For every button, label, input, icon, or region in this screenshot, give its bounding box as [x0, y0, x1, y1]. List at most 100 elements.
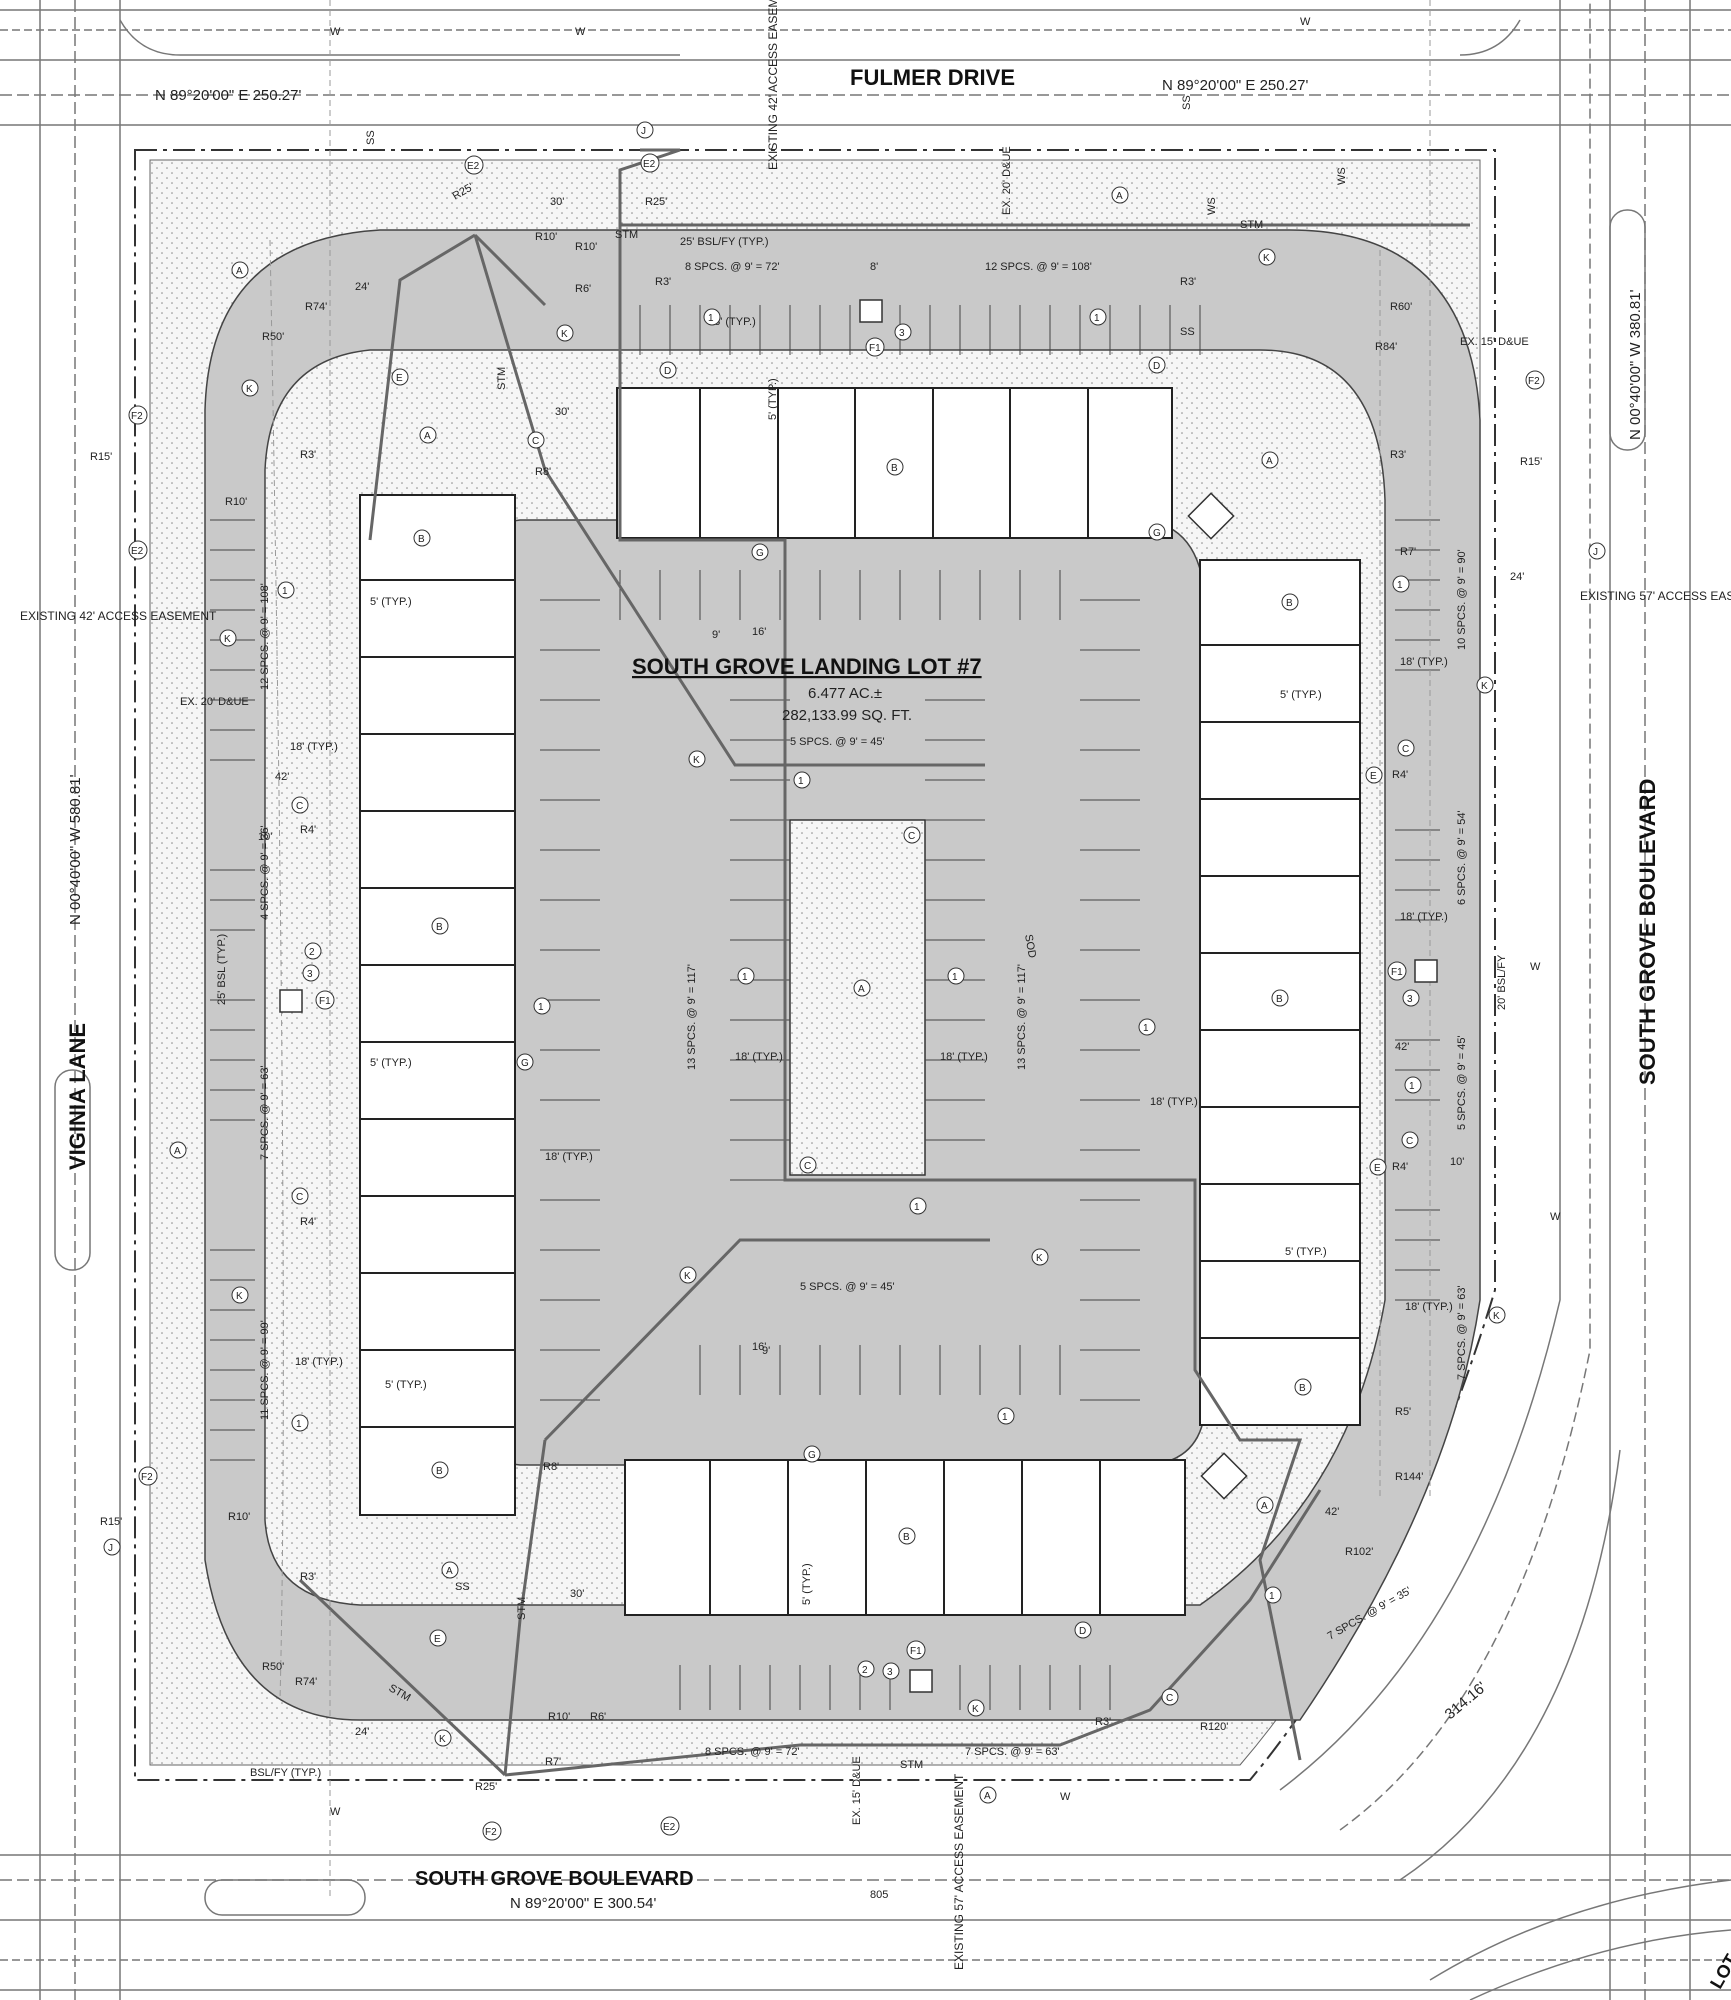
radius-r74-nw: R74': [305, 301, 327, 313]
svg-text:F1: F1: [869, 343, 881, 354]
svg-text:K: K: [693, 755, 700, 766]
radius-r6-b: R6': [590, 1711, 606, 1723]
callout-3-3: 3: [1402, 989, 1420, 1007]
svg-text:2: 2: [862, 1665, 868, 1676]
callout-g-4: G: [803, 1445, 821, 1463]
callout-e2-3: E2: [128, 540, 148, 560]
svg-text:G: G: [756, 548, 764, 559]
radius-r50-nw: R50': [262, 331, 284, 343]
callout-1-3: 1: [277, 581, 295, 599]
callout-b-3: B: [431, 917, 449, 935]
radius-r3-a: R3': [655, 276, 671, 288]
tag-ss-sw: SS: [455, 1581, 470, 1593]
setback-north: 25' BSL/FY (TYP.): [680, 236, 769, 248]
callout-f1-3: F1: [1387, 961, 1407, 981]
svg-text:B: B: [1286, 598, 1293, 609]
callout-b-6: B: [1271, 989, 1289, 1007]
road-label-lot: LOT: [1706, 1951, 1731, 1992]
callout-c-4: C: [291, 796, 309, 814]
radius-r84: R84': [1375, 341, 1397, 353]
radius-r10-c: R10': [225, 496, 247, 508]
callout-2-1: 2: [304, 942, 322, 960]
callout-b-8: B: [898, 1527, 916, 1545]
tag-stm-ne: STM: [1240, 219, 1263, 231]
svg-text:A: A: [858, 984, 865, 995]
svg-text:A: A: [174, 1146, 181, 1157]
callout-c-2: C: [903, 826, 921, 844]
callout-1-5: 1: [793, 771, 811, 789]
ex-due-east: EX. 15' D&UE: [1460, 336, 1529, 348]
svg-text:F2: F2: [131, 411, 143, 422]
svg-text:1: 1: [282, 586, 288, 597]
service-lines: [269, 0, 1431, 1900]
svg-text:K: K: [972, 1704, 979, 1715]
callout-k-7: K: [219, 629, 237, 647]
utility-lines: [298, 148, 1470, 1777]
dim-18-se: 18' (TYP.): [1405, 1301, 1453, 1313]
callout-c-3: C: [799, 1156, 817, 1174]
callout-1-10: 1: [909, 1197, 927, 1215]
radius-r4-b: R4': [300, 1216, 316, 1228]
dim-5typ-sbld: 5' (TYP.): [801, 1563, 813, 1605]
svg-text:B: B: [891, 463, 898, 474]
svg-text:E: E: [1374, 1163, 1381, 1174]
svg-text:K: K: [439, 1734, 446, 1745]
svg-text:F1: F1: [319, 996, 331, 1007]
callout-g-3: G: [516, 1053, 534, 1071]
svg-text:1: 1: [1143, 1023, 1149, 1034]
tag-ss-north: SS: [1180, 326, 1195, 338]
callout-k-2: K: [556, 324, 574, 342]
parking-north-left: 8 SPCS. @ 9' = 72': [685, 261, 780, 273]
radius-r25-ne: R25': [645, 196, 667, 208]
radius-r3-f: R3': [1095, 1716, 1111, 1728]
radius-r3-b: R3': [1180, 276, 1196, 288]
svg-text:E2: E2: [663, 1822, 676, 1833]
dim-18-center: 18' (TYP.): [735, 1051, 783, 1063]
svg-text:A: A: [424, 431, 431, 442]
road-label-west: VIGINIA LANE: [65, 1023, 90, 1170]
svg-text:A: A: [1266, 456, 1273, 467]
callout-f2-1: F2: [128, 405, 148, 425]
callout-g-2: G: [1148, 523, 1166, 541]
svg-text:A: A: [984, 1791, 991, 1802]
tag-ws-b: WS: [1336, 167, 1348, 185]
svg-text:K: K: [684, 1271, 691, 1282]
tag-stm-north: STM: [615, 229, 638, 241]
parking-west-4: 11 SPCS. @ 9' = 99': [259, 1320, 271, 1420]
dim-9-top: 9': [712, 629, 720, 641]
radius-labels: R25' R25' R25' R10' R10' R10' R10' R10' …: [90, 181, 1542, 1793]
radius-r102: R102': [1345, 1546, 1373, 1558]
svg-text:E2: E2: [467, 161, 480, 172]
callout-1-13: 1: [1404, 1076, 1422, 1094]
dim-18-east: 18' (TYP.): [1400, 656, 1448, 668]
callout-a-1: A: [231, 261, 249, 279]
callout-k-11: K: [434, 1729, 452, 1747]
callout-3-4: 3: [882, 1662, 900, 1680]
tag-stm-s: STM: [900, 1759, 923, 1771]
callout-1-2: 1: [1089, 308, 1107, 326]
svg-text:K: K: [1481, 681, 1488, 692]
svg-text:A: A: [236, 266, 243, 277]
callout-a-2: A: [419, 426, 437, 444]
svg-text:K: K: [561, 329, 568, 340]
callout-2-2: 2: [857, 1660, 875, 1678]
svg-text:C: C: [804, 1161, 811, 1172]
ex-due-west: EX. 20' D&UE: [180, 696, 249, 708]
parking-east-2: 6 SPCS. @ 9' = 54': [1456, 810, 1468, 905]
svg-text:3: 3: [1407, 994, 1413, 1005]
callout-1-6: 1: [737, 967, 755, 985]
dim-18-ne: 18' (TYP.): [1400, 911, 1448, 923]
callout-k-8: K: [231, 1286, 249, 1304]
svg-text:F2: F2: [1528, 376, 1540, 387]
svg-text:C: C: [532, 436, 539, 447]
lot-area-sqft: 282,133.99 SQ. FT.: [782, 707, 912, 724]
callout-1-9: 1: [533, 997, 551, 1015]
callout-k-9: K: [1476, 676, 1494, 694]
dim-24-nw: 24': [355, 281, 369, 293]
parking-west-1: 12 SPCS. @ 9' = 108': [259, 583, 271, 690]
callout-j-1: J: [636, 121, 654, 139]
dim-24-east: 24': [1510, 571, 1524, 583]
radius-r6-a: R6': [575, 283, 591, 295]
